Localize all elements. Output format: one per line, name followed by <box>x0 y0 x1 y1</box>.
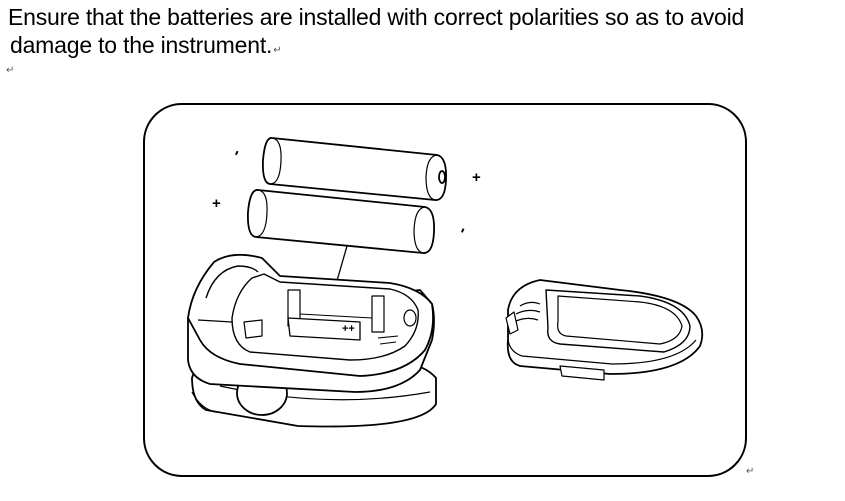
instruction-text: Ensure that the batteries are installed … <box>8 3 838 65</box>
battery-top <box>261 137 447 201</box>
instruction-line-2-text: damage to the instrument. <box>10 32 273 58</box>
paragraph-mark-icon: ↵ <box>273 45 282 56</box>
polarity-plus-top: + <box>472 169 481 186</box>
battery-bottom <box>247 189 435 254</box>
polarity-plus-bottom: + <box>212 195 221 212</box>
paragraph-mark-icon: ↵ <box>746 466 755 477</box>
oximeter-body <box>187 253 437 428</box>
battery-cover <box>505 279 704 381</box>
instruction-line-1: Ensure that the batteries are installed … <box>8 4 745 30</box>
instruction-line-2: damage to the instrument.↵ <box>8 31 838 65</box>
battery-polarity-marking: ++ <box>342 323 355 335</box>
paragraph-mark-icon: ↵ <box>6 65 15 76</box>
